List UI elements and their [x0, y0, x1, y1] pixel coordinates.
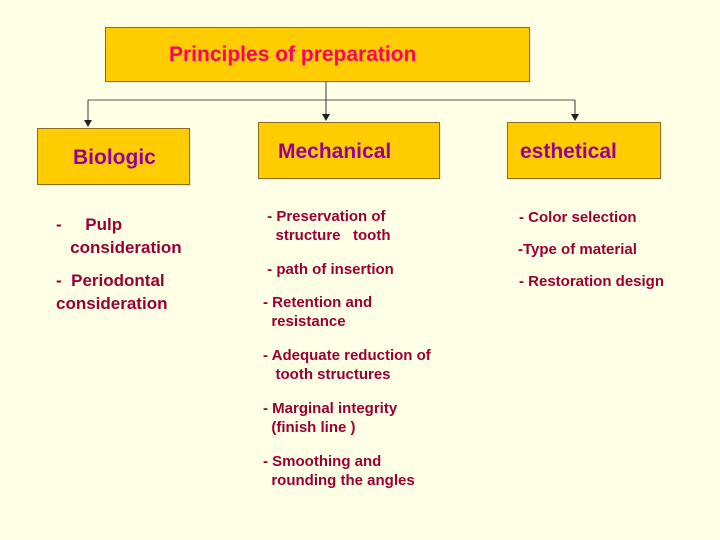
mechanical-box — [258, 122, 440, 179]
list-item: rounding the angles — [263, 472, 415, 489]
mechanical-items: - Preservation of structure tooth - path… — [263, 207, 431, 490]
list-item: - Preservation of — [263, 208, 386, 225]
list-item: consideration — [56, 238, 182, 257]
list-item: - Adequate reduction of — [263, 347, 431, 364]
diagram-title: Principles of preparation — [169, 43, 417, 66]
list-item: structure tooth — [263, 227, 391, 244]
list-item: tooth structures — [263, 366, 391, 383]
list-item: resistance — [263, 313, 346, 330]
list-item: - Smoothing and — [263, 453, 382, 470]
list-item: - Marginal integrity — [263, 400, 398, 417]
list-item: consideration — [56, 294, 168, 313]
list-item: - Color selection — [519, 209, 637, 226]
esthetical-label: esthetical — [520, 140, 617, 163]
esthetical-box — [507, 122, 661, 179]
list-item: (finish line ) — [263, 419, 356, 436]
list-item: - Pulp — [56, 215, 123, 234]
list-item: - Retention and — [263, 294, 373, 311]
list-item: - Restoration design — [519, 273, 665, 290]
list-item: - Periodontal — [56, 271, 165, 290]
list-item: - path of insertion — [263, 261, 394, 278]
list-item: -Type of material — [518, 241, 637, 258]
biologic-box — [37, 128, 190, 185]
esthetical-items: - Color selection -Type of material - Re… — [518, 202, 665, 298]
biologic-label: Biologic — [73, 146, 156, 169]
biologic-items: - Pulp consideration - Periodontal consi… — [56, 213, 182, 315]
mechanical-label: Mechanical — [278, 140, 392, 163]
title-box — [105, 27, 530, 82]
